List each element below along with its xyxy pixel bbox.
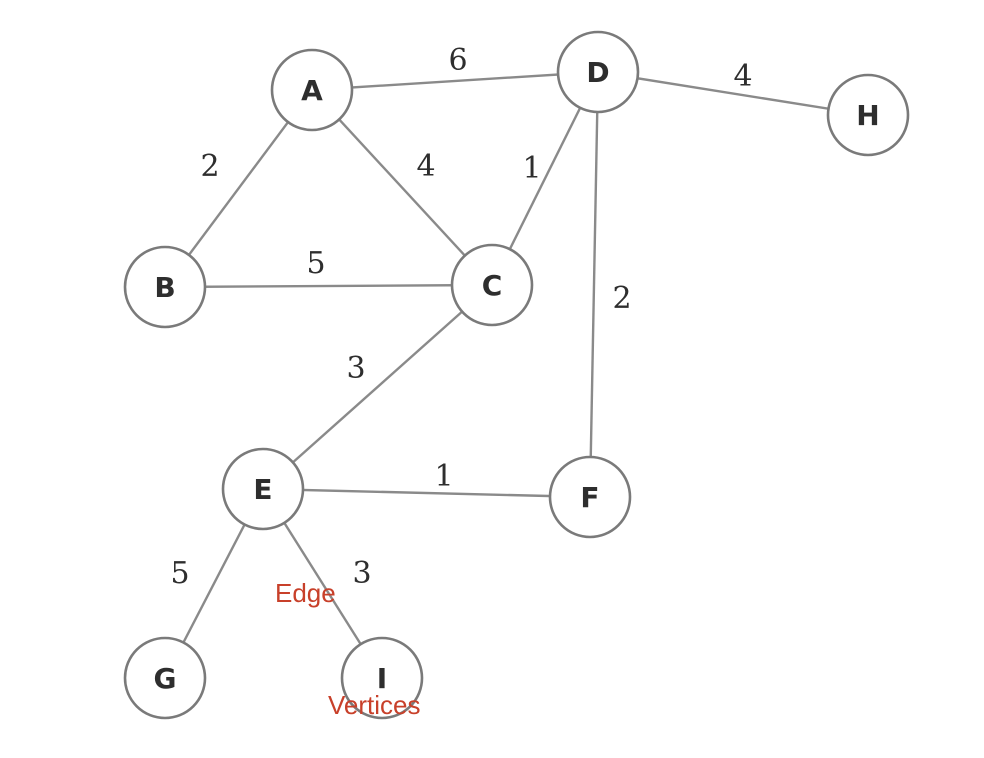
vertex-circle: [270, 48, 354, 132]
edge-weight-c-e: 3: [346, 351, 365, 386]
vertex-label: B: [154, 271, 175, 304]
vertex-f: F: [548, 455, 632, 539]
vertex-label: C: [482, 269, 503, 302]
vertex-circle: [123, 245, 207, 329]
vertex-e: E: [221, 447, 305, 531]
vertex-label: F: [580, 481, 599, 514]
vertex-g: G: [123, 636, 207, 720]
vertex-label: D: [586, 56, 609, 89]
edge-weight-a-b: 2: [200, 149, 219, 184]
edge-weight-e-g: 5: [170, 556, 189, 591]
vertex-circle: [548, 455, 632, 539]
edge-a-d: [311, 70, 599, 92]
vertex-c: C: [450, 243, 534, 327]
vertices-annotation: Vertices: [328, 690, 421, 720]
edge-d-f: [588, 71, 600, 498]
vertex-b: B: [123, 245, 207, 329]
edge-weight-a-c: 4: [416, 149, 435, 184]
vertex-circle: [123, 636, 207, 720]
edges-layer: [163, 70, 869, 679]
edge-weight-e-f: 1: [434, 459, 453, 494]
edge-b-c: [164, 283, 493, 289]
annotations-layer: Edge Vertices: [275, 578, 421, 720]
edge-weight-b-c: 5: [306, 246, 325, 281]
vertex-i: I: [340, 636, 424, 720]
edge-annotation: Edge: [275, 578, 336, 608]
edge-weight-d-f: 2: [612, 281, 631, 316]
vertex-circle: [826, 73, 910, 157]
edge-weight-e-i: 3: [352, 556, 371, 591]
vertex-circle: [556, 30, 640, 114]
edge-d-h: [597, 70, 869, 117]
vertex-label: H: [856, 99, 879, 132]
vertex-label: G: [154, 662, 177, 695]
vertex-circle: [450, 243, 534, 327]
edge-weight-d-h: 4: [733, 59, 752, 94]
vertex-circle: [340, 636, 424, 720]
vertex-d: D: [556, 30, 640, 114]
vertex-a: A: [270, 48, 354, 132]
vertex-h: H: [826, 73, 910, 157]
vertex-circle: [221, 447, 305, 531]
edge-weights-layer: 6 2 4 1 4 2 5 3 1 5 3: [170, 43, 752, 591]
edge-weight-a-d: 6: [448, 43, 467, 78]
edge-a-c: [311, 89, 493, 286]
edge-e-f: [262, 487, 591, 499]
vertices-layer: A B C D E F G H I: [123, 30, 910, 720]
edge-weight-d-c: 1: [522, 151, 541, 186]
vertex-label: E: [253, 473, 272, 506]
vertex-label: I: [377, 662, 387, 695]
vertex-label: A: [301, 74, 323, 107]
edge-c-e: [262, 284, 493, 490]
